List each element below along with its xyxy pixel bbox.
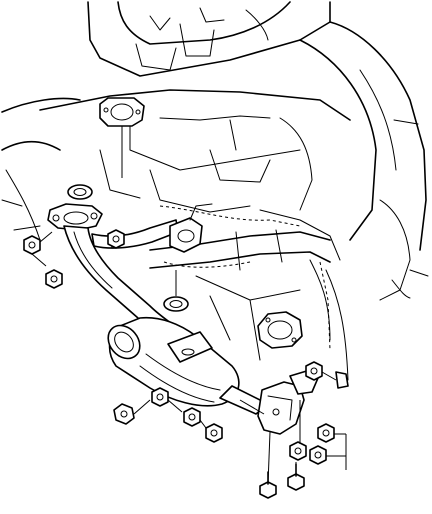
mounting-nuts: [23, 229, 335, 465]
nut: [305, 361, 323, 381]
leader-line: [39, 231, 53, 243]
leader-line: [31, 253, 47, 267]
mid-gasket: [163, 296, 189, 312]
nut: [183, 407, 201, 427]
bolt: [259, 471, 277, 499]
bolt: [335, 371, 349, 389]
nut: [289, 441, 307, 461]
nut: [107, 229, 125, 249]
nut: [151, 387, 169, 407]
bolt: [287, 463, 305, 491]
pipe-support-bracket: [257, 369, 319, 435]
nut: [113, 403, 135, 425]
nut: [317, 423, 335, 443]
catalytic-converter: [107, 316, 269, 415]
rear-gasket: [257, 311, 303, 349]
engine-block-outline: [1, 1, 429, 381]
nut: [45, 269, 63, 289]
pipe-connector: [169, 203, 213, 253]
nut: [205, 423, 223, 443]
manifold-gasket: [67, 184, 93, 200]
nut: [309, 445, 327, 465]
mounting-bolts: [259, 371, 349, 499]
upper-gasket: [99, 97, 145, 127]
nut: [23, 235, 41, 255]
